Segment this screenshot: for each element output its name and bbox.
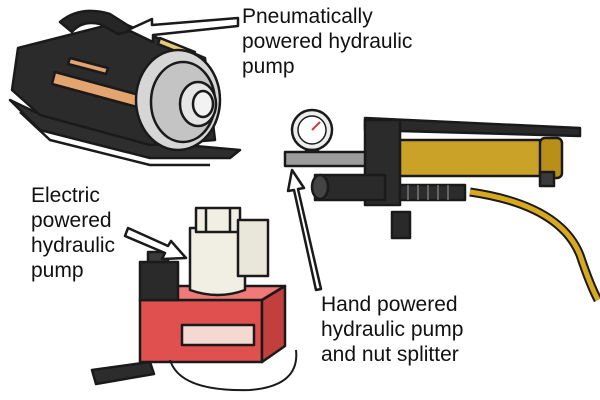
hand-pointer-arrow — [286, 168, 323, 292]
electric-label-line-2: powered — [31, 209, 112, 232]
electric-pump-label: Electric powered hydraulic pump — [31, 183, 115, 283]
electric-label-line-1: Electric — [31, 184, 100, 207]
electric-label-line-3: hydraulic — [31, 234, 116, 257]
electric-pump-icon — [90, 206, 298, 392]
pneumatic-pump-label: Pneumatically powered hydraulic pump — [242, 4, 412, 79]
electric-label-line-4: pump — [31, 259, 84, 282]
pneumatic-pump-icon — [8, 9, 242, 167]
hand-pump-label: Hand powered hydraulic pump and nut spli… — [321, 292, 463, 367]
pneumatic-label-line-1: Pneumatically — [242, 5, 373, 28]
hand-pump-icon — [283, 108, 600, 303]
electric-pointer-arrow — [123, 226, 188, 261]
pneumatic-label-line-3: pump — [242, 55, 295, 78]
hand-label-line-2: hydraulic pump — [321, 318, 464, 341]
hand-label-line-1: Hand powered — [321, 293, 458, 316]
hand-label-line-3: and nut splitter — [321, 343, 459, 366]
pneumatic-pointer-arrow — [126, 16, 240, 44]
pneumatic-label-line-2: powered hydraulic — [242, 30, 413, 53]
